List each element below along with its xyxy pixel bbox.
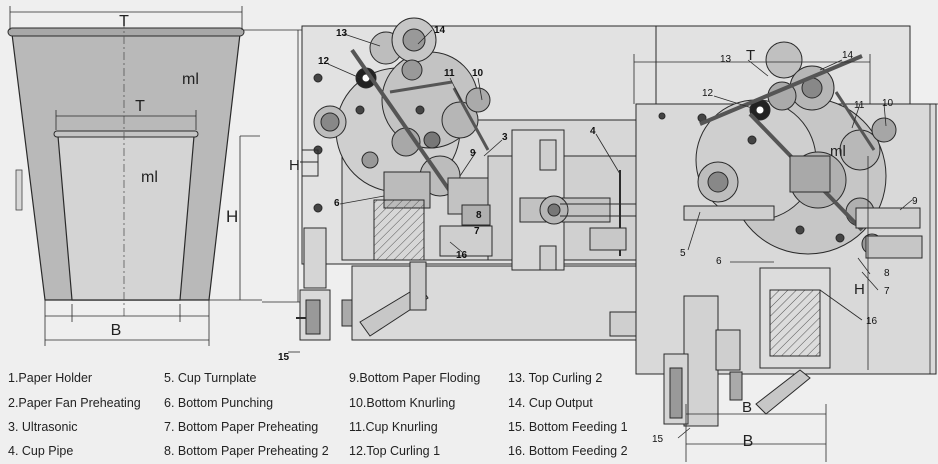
cup-bottom-label: B [111, 322, 122, 339]
legend-item-5: 5. Cup Turnplate [164, 371, 257, 385]
legend-item-3: 3. Ultrasonic [8, 420, 78, 434]
legend-item-11: 11.Cup Knurling [349, 420, 438, 434]
cup-side-tab [15, 169, 23, 211]
callout-r-15: 15 [652, 434, 664, 445]
callout-7: 7 [474, 226, 480, 237]
machine-right [633, 25, 938, 462]
legend-item-16: 16. Bottom Feeding 2 [508, 444, 628, 458]
legend-item-1: 1.Paper Holder [8, 371, 93, 385]
machine-right-bottom-label: B [743, 433, 754, 450]
machine-right-callouts: 13 14 12 11 10 9 5 6 8 7 16 15 [652, 50, 918, 445]
callout-r-14: 14 [842, 50, 854, 61]
callout-r-5: 5 [680, 248, 686, 259]
legend-item-15: 15. Bottom Feeding 1 [508, 420, 628, 434]
legend-item-7: 7. Bottom Paper Preheating [164, 420, 319, 434]
cup-small-volume-label: ml [141, 169, 158, 186]
legend-item-10: 10.Bottom Knurling [349, 396, 456, 410]
callout-r-13: 13 [720, 54, 732, 65]
machine-left-height-label: H [289, 157, 300, 174]
machine-right-top-label: T [746, 47, 755, 64]
callout-r-12: 12 [702, 88, 714, 99]
legend-item-12: 12.Top Curling 1 [349, 444, 441, 458]
legend-item-14: 14. Cup Output [508, 396, 593, 410]
callout-9: 9 [470, 148, 476, 159]
cup-drawing: T ml T ml H B [7, 6, 306, 346]
legend-item-4: 4. Cup Pipe [8, 444, 74, 458]
legend-item-8: 8. Bottom Paper Preheating 2 [164, 444, 329, 458]
callout-r-7: 7 [884, 286, 890, 297]
legend-item-6: 6. Bottom Punching [164, 396, 274, 410]
cup-small-rim [53, 130, 199, 138]
callout-3: 3 [502, 132, 508, 143]
callout-16: 16 [456, 250, 468, 261]
callout-r-9: 9 [912, 196, 918, 207]
callout-15: 15 [278, 352, 290, 363]
callout-r-10: 10 [882, 98, 894, 109]
cup-large-rim [7, 27, 245, 37]
callout-r-16: 16 [866, 316, 878, 327]
callout-14: 14 [434, 25, 446, 36]
callout-8: 8 [476, 210, 482, 221]
callout-6: 6 [334, 198, 340, 209]
cup-large-top-label: T [119, 13, 129, 30]
machine-right-volume-label: ml [830, 143, 846, 160]
cup-large-volume-label: ml [182, 71, 199, 88]
machine-right-height-label: H [854, 281, 865, 298]
callout-4: 4 [590, 126, 596, 137]
cup-small-top-label: T [135, 98, 145, 115]
callout-r-6: 6 [716, 256, 722, 267]
cup-height-label: H [226, 207, 238, 226]
legend-item-13: 13. Top Curling 2 [508, 371, 603, 385]
machine-left [296, 17, 687, 341]
legend-item-2: 2.Paper Fan Preheating [8, 396, 141, 410]
callout-12: 12 [318, 56, 330, 67]
machine-left-callouts: 13 14 12 11 10 3 4 9 8 7 6 16 15 [278, 25, 596, 363]
machine-right-bottom-small-label: B [742, 399, 752, 416]
callout-r-8: 8 [884, 268, 890, 279]
legend-item-9: 9.Bottom Paper Floding [349, 371, 481, 385]
callout-r-11: 11 [854, 100, 865, 111]
cup-small-body [57, 135, 195, 301]
callout-10: 10 [472, 68, 484, 79]
callout-11: 11 [444, 68, 455, 79]
callout-13: 13 [336, 28, 348, 39]
